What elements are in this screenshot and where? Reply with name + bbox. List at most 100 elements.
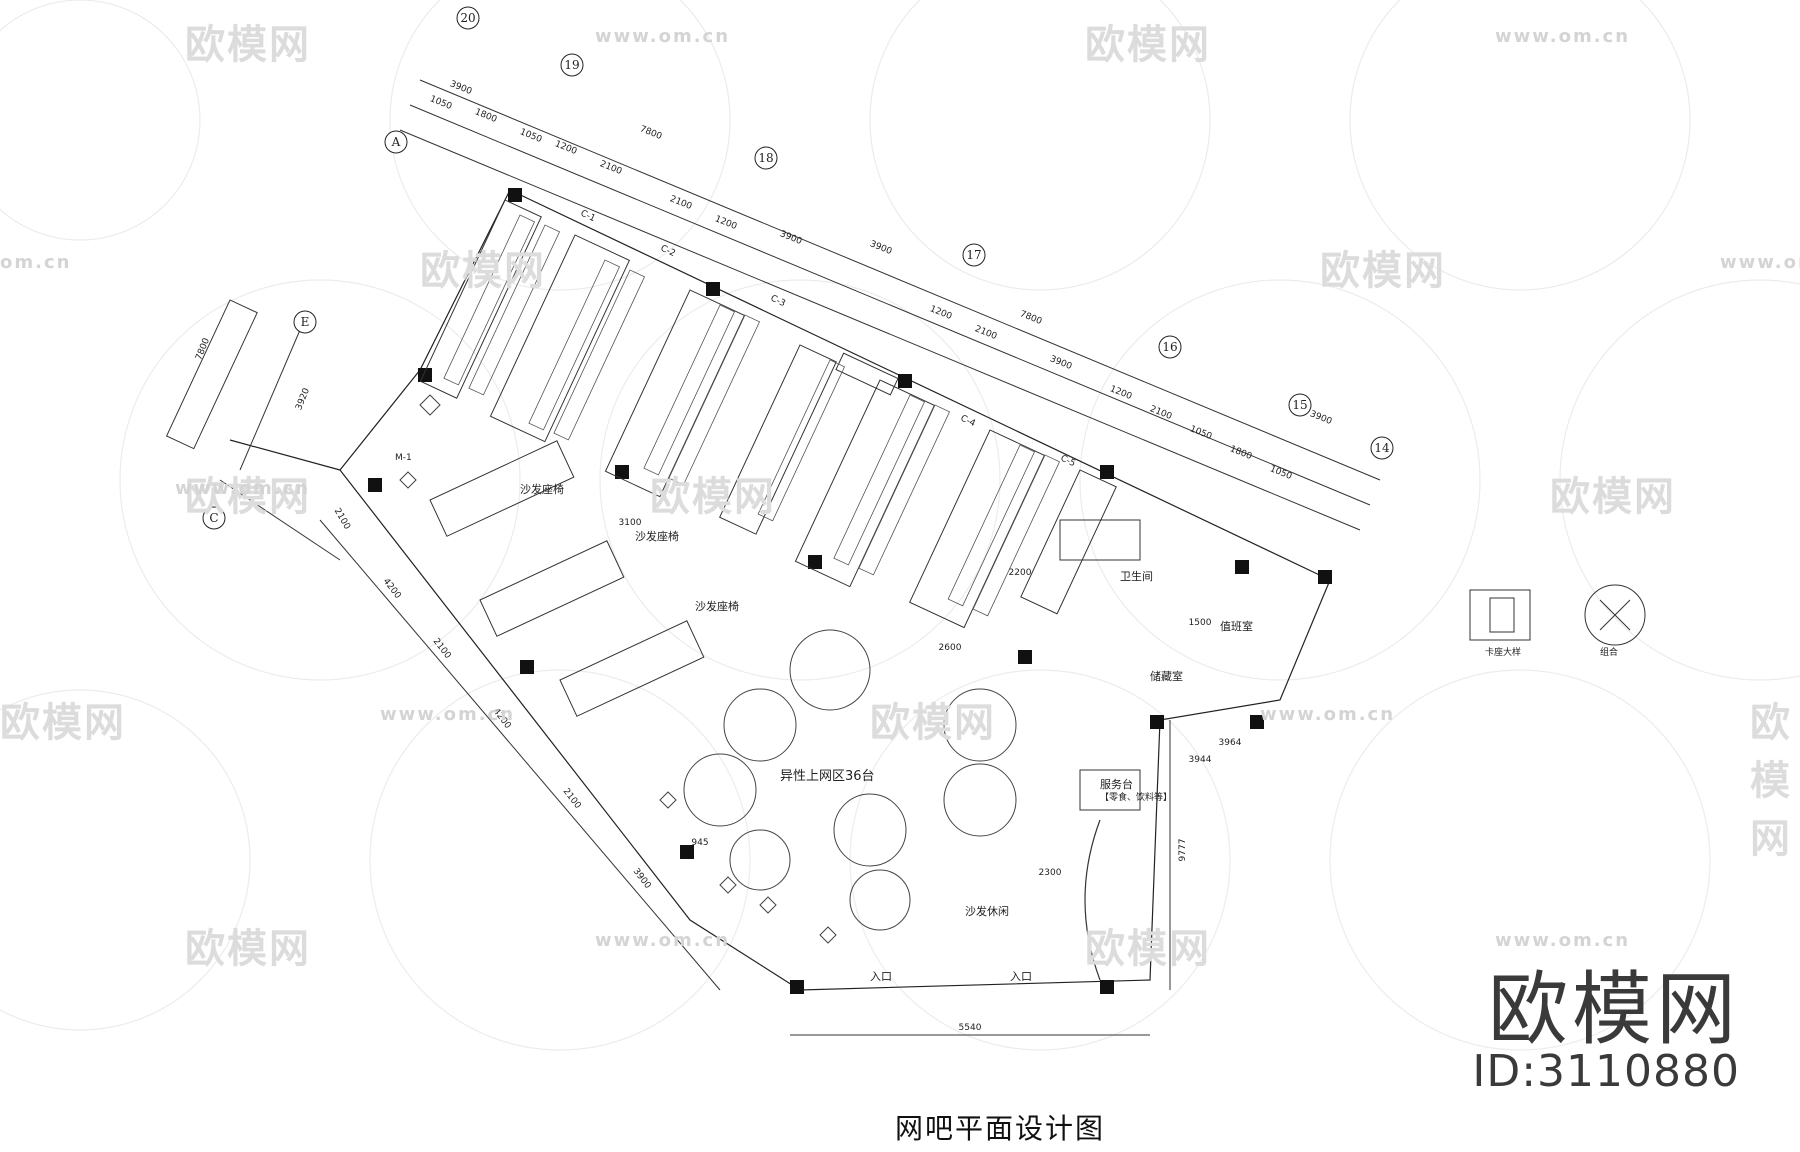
label-entrance-2: 入口 [1010, 970, 1032, 983]
dim-7: 7800 [638, 124, 663, 142]
axis-label-c: C [209, 511, 218, 525]
dim-2600: 2600 [939, 643, 962, 653]
label-reception: 服务台 [1100, 777, 1133, 791]
axis-bubbles [202, 6, 1394, 530]
dim-left-1: 3920 [294, 387, 312, 412]
dim-1500: 1500 [1189, 618, 1212, 628]
dim-15: 3900 [1048, 354, 1073, 372]
axis-label-15: 15 [1292, 398, 1307, 412]
dim-bottom: 5540 [959, 1023, 982, 1033]
dim-3: 1800 [473, 107, 498, 125]
label-sofa-seat-1: 沙发座椅 [520, 482, 564, 496]
label-c4: C-4 [959, 414, 977, 430]
dim-3964: 3964 [1219, 738, 1242, 748]
watermark-url: www.om.cn [175, 478, 311, 499]
watermark-logo: 欧模网 [1750, 700, 1792, 862]
watermark-logo: 欧模网 [1550, 474, 1676, 520]
dim-13: 2100 [973, 324, 998, 342]
dim-11: 3900 [868, 239, 893, 257]
desk-rows [165, 199, 1141, 811]
label-entrance-1: 入口 [870, 970, 892, 983]
structural-columns [368, 188, 1332, 994]
gaming-clusters [683, 629, 1017, 931]
dim-945: 945 [691, 838, 708, 848]
dimension-lines [219, 79, 1381, 1036]
dim-left-7: 3900 [631, 867, 653, 891]
label-c3: C-3 [769, 294, 787, 310]
watermark-logo: 欧模网 [1320, 248, 1446, 294]
dim-8: 2100 [668, 194, 693, 212]
watermark-logo: 欧模网 [1085, 926, 1211, 972]
plants [399, 394, 837, 944]
label-lounge: 沙发休闲 [965, 904, 1009, 918]
dim-17: 2100 [1148, 404, 1173, 422]
label-storage: 储藏室 [1150, 669, 1183, 683]
dim-2300: 2300 [1039, 868, 1062, 878]
dim-2200: 2200 [1009, 568, 1032, 578]
label-wc: 卫生间 [1120, 569, 1153, 583]
dim-20: 1050 [1268, 464, 1293, 482]
dim-14: 7800 [1018, 309, 1043, 327]
watermark-url: www.om.cn [595, 26, 731, 47]
room-labels: 异性上网区36台 沙发座椅 沙发座椅 沙发座椅 沙发休闲 服务台 【零食、饮料等… [395, 209, 1618, 983]
watermark-logo: 欧模网 [650, 474, 776, 520]
axis-label-20: 20 [460, 11, 475, 25]
brand-logo-text: 欧模网 [1488, 963, 1740, 1056]
watermark-logo: 欧模网 [185, 926, 311, 972]
dim-5: 1200 [553, 139, 578, 157]
dim-3100: 3100 [619, 518, 642, 528]
axis-label-17: 17 [966, 248, 981, 262]
watermark-logo: 欧模网 [185, 474, 311, 520]
reception-counter [1084, 819, 1101, 981]
label-c5: C-5 [1059, 454, 1077, 470]
label-sofa-seat-2: 沙发座椅 [635, 529, 679, 543]
label-gaming-area: 异性上网区36台 [780, 769, 875, 784]
dim-21: 3900 [1308, 409, 1333, 427]
dim-10: 3900 [778, 229, 803, 247]
axis-label-a: A [391, 135, 401, 149]
seat-grid [443, 214, 1061, 617]
brand-id: ID:3110880 [1472, 1046, 1740, 1097]
dim-16: 1200 [1108, 384, 1133, 402]
building-outline [229, 189, 1331, 991]
watermark-url: www.om.cn [595, 930, 731, 951]
dim-19: 1800 [1228, 444, 1253, 462]
dim-right-1: 9777 [1178, 839, 1188, 862]
label-legend-1: 卡座大样 [1485, 646, 1521, 658]
watermark-url: www.om.cn [1260, 704, 1396, 725]
dim-9: 1200 [713, 214, 738, 232]
dim-1: 3900 [448, 79, 473, 97]
watermark-url: om.cn [0, 252, 72, 273]
dim-left-6: 2100 [561, 787, 583, 811]
dim-12: 1200 [928, 304, 953, 322]
label-legend-2: 组合 [1600, 646, 1618, 658]
dim-left-4: 2100 [431, 637, 453, 661]
watermark-arcs [0, 0, 1800, 1051]
label-office: 值班室 [1220, 619, 1253, 633]
axis-label-18: 18 [758, 151, 773, 165]
dim-right-2: 3944 [1189, 755, 1212, 765]
axis-label-19: 19 [564, 58, 579, 72]
legend-details [1469, 584, 1646, 646]
axis-label-16: 16 [1162, 340, 1177, 354]
watermark-logo: 欧模网 [870, 700, 996, 746]
dim-left-2: 2100 [332, 507, 352, 532]
drawing-title: 网吧平面设计图 [894, 1112, 1105, 1145]
dim-left-3: 4200 [381, 577, 403, 601]
watermark-url: www.om.cn [1495, 26, 1631, 47]
dim-18: 1050 [1188, 424, 1213, 442]
watermark-url: www.om.cn [1720, 252, 1800, 273]
label-m1: M-1 [395, 453, 412, 463]
label-reception-detail: 【零食、饮料等】 [1100, 791, 1172, 803]
label-sofa-seat-3: 沙发座椅 [695, 599, 739, 613]
axis-label-14: 14 [1374, 441, 1390, 455]
watermark-logo: 欧模网 [185, 22, 311, 68]
watermark-url: www.om.cn [380, 704, 516, 725]
watermark-logo: 欧模网 [1085, 22, 1211, 68]
watermark-logo: 欧模网 [0, 700, 126, 746]
dim-6: 2100 [598, 159, 623, 177]
dim-side: 7800 [194, 337, 212, 362]
watermark-logo: 欧模网 [420, 248, 546, 294]
axis-label-e: E [301, 315, 310, 329]
